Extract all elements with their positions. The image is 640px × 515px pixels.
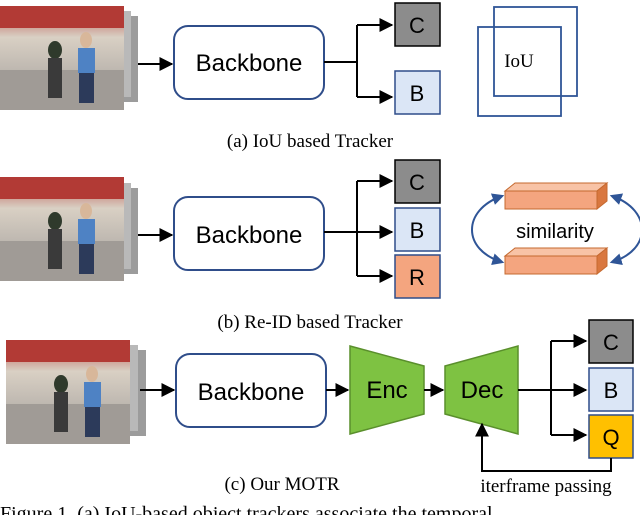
- iou-box-prev: [477, 26, 562, 117]
- interframe-arrow: [475, 422, 612, 472]
- class-label-c: C: [603, 330, 619, 355]
- query-label-c: Q: [602, 425, 619, 450]
- street-photo-a: [0, 6, 124, 110]
- bbox-box-b: [394, 207, 441, 252]
- bbox-label-a: B: [410, 81, 425, 106]
- iou-box-curr: [493, 6, 578, 97]
- class-label-a: C: [409, 13, 425, 38]
- interframe-label: iterframe passing: [480, 476, 612, 497]
- similarity-arrow-right: [609, 193, 640, 265]
- backbone-label-b: Backbone: [196, 222, 303, 249]
- iou-label: IoU: [504, 51, 534, 72]
- frame-stack-c: [6, 340, 146, 444]
- encoder-label: Enc: [366, 377, 407, 404]
- street-photo-b: [0, 177, 124, 281]
- bbox-label-b: B: [410, 218, 425, 243]
- figure-caption: Figure 1. (a) IoU-based object trackers …: [0, 503, 493, 515]
- frame-stack-a: [0, 6, 138, 110]
- reid-label-b: R: [409, 265, 425, 290]
- street-photo-c: [6, 340, 130, 444]
- backbone-label-c: Backbone: [198, 379, 305, 406]
- panel-b: Backbone C B R similarity (b) Re-ID base…: [0, 159, 640, 333]
- bbox-box-c: [588, 367, 634, 412]
- bbox-label-c: B: [604, 378, 619, 403]
- decoder-block: [444, 345, 519, 435]
- panel-a: Backbone C B IoU (a) IoU based Tracker: [0, 2, 578, 152]
- frame-stack-b: [0, 177, 138, 281]
- caption-b: (b) Re-ID based Tracker: [217, 312, 403, 333]
- caption-c: (c) Our MOTR: [224, 474, 339, 495]
- class-box-c: [588, 319, 634, 364]
- caption-a: (a) IoU based Tracker: [227, 131, 394, 152]
- encoder-block: [349, 345, 425, 435]
- feature-bar-top: [503, 181, 609, 211]
- bbox-box-a: [394, 70, 441, 115]
- similarity-label: similarity: [516, 221, 594, 243]
- panel-c: Backbone Enc Dec C B Q iterframe passing…: [6, 319, 634, 497]
- class-box-a: [394, 2, 441, 47]
- backbone-label-a: Backbone: [196, 50, 303, 77]
- similarity-arrow-left: [471, 193, 505, 265]
- feature-bar-bottom: [503, 246, 609, 276]
- reid-box-b: [394, 254, 441, 299]
- backbone-box-b: [173, 196, 325, 271]
- class-label-b: C: [409, 170, 425, 195]
- decoder-label: Dec: [461, 377, 504, 404]
- class-box-b: [394, 159, 441, 204]
